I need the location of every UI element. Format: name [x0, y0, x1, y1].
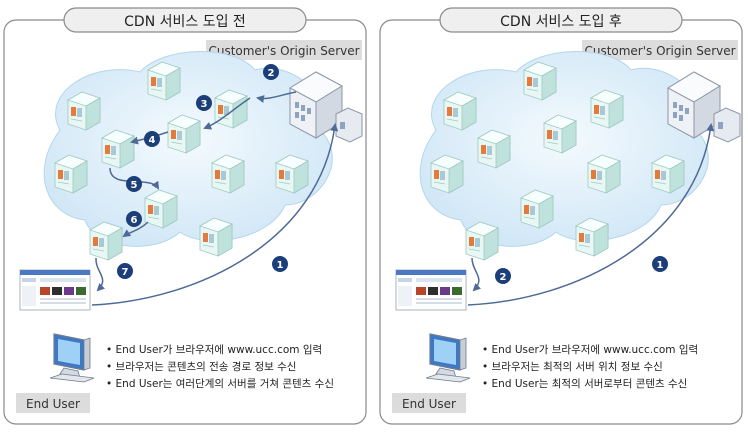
bullet-item: • End User는 여러단계의 서버를 거쳐 콘텐츠 수신	[106, 378, 334, 390]
server-icon	[543, 114, 577, 154]
origin-server-label-box	[582, 40, 738, 60]
step-badge: 6	[126, 211, 142, 227]
step-badge: 2	[263, 64, 279, 80]
svg-text:1: 1	[657, 260, 664, 271]
end-user-label: End User	[26, 397, 80, 411]
route-arrow	[203, 97, 251, 130]
server-icon	[199, 217, 233, 257]
origin-server-label: Customer's Origin Server	[208, 44, 359, 58]
step-badge: 4	[144, 131, 160, 147]
route-arrow	[471, 257, 482, 292]
server-icon	[587, 154, 621, 194]
server-icon	[101, 129, 135, 169]
svg-text:2: 2	[268, 68, 275, 79]
server-icon	[89, 221, 123, 261]
panel-after-title-pill	[439, 7, 683, 33]
server-icon	[575, 217, 609, 257]
server-icon	[54, 154, 88, 194]
request-arrow	[467, 123, 715, 306]
bullet-item: • 브라우저는 콘텐츠의 전송 경로 정보 수신	[106, 360, 296, 373]
step-badge: 2	[495, 268, 511, 284]
route-arrow	[256, 91, 297, 103]
server-icon	[520, 189, 554, 229]
step-badge: 1	[652, 256, 668, 272]
server-icon	[465, 221, 499, 261]
route-arrow	[122, 221, 149, 238]
server-icon	[147, 61, 181, 101]
end-user-label-box	[16, 393, 90, 413]
origin-server-label-box	[206, 40, 362, 60]
step-badge: 3	[196, 95, 212, 111]
browser-screenshot	[19, 269, 91, 311]
server-icon	[430, 154, 464, 194]
server-icon	[590, 89, 624, 129]
panel-before: CDN 서비스 도입 전 Customer's Origin Server 2 …	[3, 7, 367, 425]
step-badge: 5	[126, 176, 142, 192]
svg-text:6: 6	[131, 215, 138, 226]
server-icon	[167, 114, 201, 154]
server-icon	[144, 189, 178, 229]
panel-before-title: CDN 서비스 도입 전	[124, 14, 246, 30]
end-user-label: End User	[402, 397, 456, 411]
svg-text:3: 3	[201, 99, 208, 110]
svg-text:1: 1	[277, 260, 284, 271]
route-arrow	[95, 257, 106, 292]
bullet-item: • End User가 브라우저에 www.ucc.com 입력	[482, 343, 698, 356]
server-icon	[214, 89, 248, 129]
svg-text:4: 4	[149, 135, 156, 146]
server-icon	[211, 154, 245, 194]
panel-after: CDN 서비스 도입 후 Customer's Origin Server 2 …	[379, 7, 743, 425]
server-icon	[523, 61, 557, 101]
server-icon	[651, 154, 685, 194]
request-arrow	[91, 123, 339, 306]
origin-server-label: Customer's Origin Server	[584, 44, 735, 58]
panel-after-title: CDN 서비스 도입 후	[500, 14, 622, 30]
server-icon	[443, 91, 477, 131]
svg-text:5: 5	[131, 180, 138, 191]
svg-text:2: 2	[500, 272, 507, 283]
bullet-item: • 브라우저는 최적의 서버 위치 정보 수신	[482, 360, 663, 373]
end-user-label-box	[392, 393, 466, 413]
browser-screenshot	[395, 269, 467, 311]
server-icon	[477, 129, 511, 169]
step-badge: 7	[117, 263, 133, 279]
server-icon	[67, 91, 101, 131]
step-badge: 1	[272, 256, 288, 272]
panel-before-title-pill	[63, 7, 307, 33]
svg-text:7: 7	[122, 267, 129, 278]
bullet-item: • End User는 최적의 서버로부터 콘텐츠 수신	[482, 378, 687, 390]
bullet-item: • End User가 브라우저에 www.ucc.com 입력	[106, 343, 322, 356]
server-icon	[275, 154, 309, 194]
